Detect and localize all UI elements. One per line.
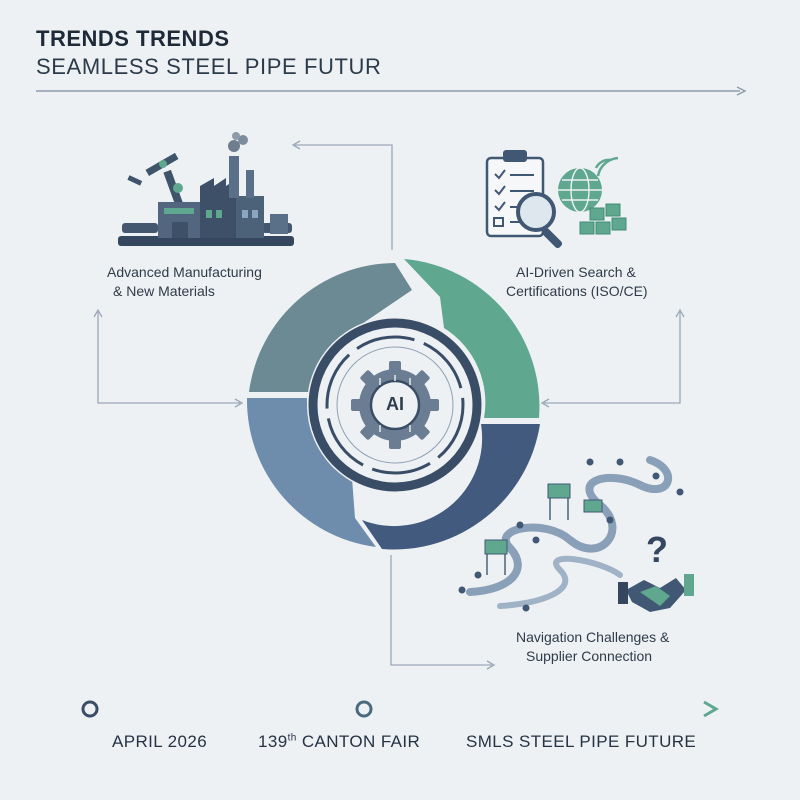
circuit-icon	[379, 375, 411, 432]
timeline-label-event: 139th CANTON FAIR	[258, 732, 420, 752]
ring-segment-top-left	[249, 263, 412, 392]
label-manufacturing-line2: & New Materials	[113, 283, 215, 299]
connector-left	[97, 312, 240, 404]
question-mark-icon: ?	[646, 529, 668, 570]
page-subtitle: SEAMLESS STEEL PIPE FUTUR	[36, 54, 382, 79]
label-ai-search: AI-Driven Search & Certifications (ISO/C…	[506, 263, 648, 301]
timeline-label-event-rest: CANTON FAIR	[296, 732, 421, 751]
cycle-ring	[246, 259, 540, 550]
timeline-label-event-number: 139	[258, 732, 288, 751]
ring-segment-bottom-left	[246, 398, 376, 547]
timeline-label-date: APRIL 2026	[112, 732, 208, 751]
connector-right	[544, 312, 681, 404]
connector-top	[295, 144, 393, 250]
clipboard-globe-magnifier-icon	[485, 150, 627, 249]
label-navigation-line2: Supplier Connection	[526, 648, 653, 664]
timeline	[81, 700, 719, 718]
label-navigation: Navigation Challenges & Supplier Connect…	[516, 628, 669, 666]
timeline-node-start	[81, 700, 99, 718]
connector-bottom	[390, 555, 492, 666]
header-arrow-line	[36, 86, 747, 96]
timeline-label-future: SMLS STEEL PIPE FUTURE	[466, 732, 697, 751]
timeline-node-middle	[355, 700, 373, 718]
page-title: TRENDS TRENDS	[36, 26, 230, 51]
ring-segment-top-right	[404, 259, 540, 418]
label-navigation-line1: Navigation Challenges &	[516, 629, 670, 645]
factory-robot-arm-icon	[118, 132, 294, 246]
label-manufacturing: Advanced Manufacturing & New Materials	[107, 263, 262, 301]
handshake-icon	[618, 574, 694, 612]
hub-ai-label: AI	[386, 394, 404, 414]
label-manufacturing-line1: Advanced Manufacturing	[107, 264, 262, 280]
timeline-label-event-sup: th	[287, 732, 297, 744]
label-ai-search-line1: AI-Driven Search &	[516, 264, 636, 280]
path-handshake-question-icon: ?	[458, 456, 694, 612]
connector-lines	[93, 140, 685, 670]
ring-segment-bottom-right	[362, 424, 540, 550]
ai-hub	[307, 317, 483, 493]
label-ai-search-line2: Certifications (ISO/CE)	[506, 283, 648, 299]
